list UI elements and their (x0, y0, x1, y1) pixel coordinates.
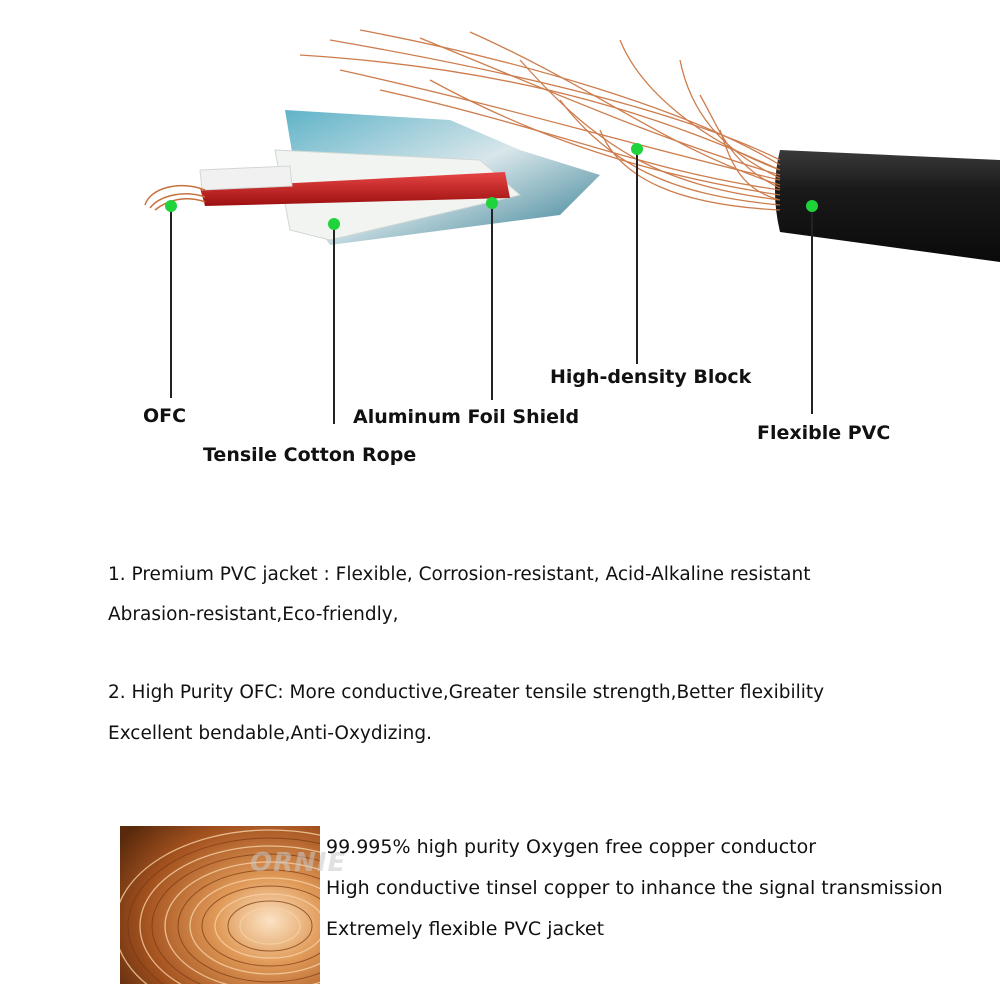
feature-2-line-2: Excellent bendable,Anti-Oxydizing. (108, 723, 432, 744)
braid-strands (299, 29, 781, 211)
watermark-text: ORNIE (250, 848, 347, 878)
label-ofc: OFC (143, 405, 187, 427)
label-pvc: Flexible PVC (757, 422, 891, 444)
cable-illustration (144, 29, 1000, 424)
white-core (199, 165, 293, 191)
red-core (200, 172, 510, 206)
copper-detail-2: High conductive tinsel copper to inhance… (326, 877, 943, 899)
marker-pvc (806, 200, 818, 212)
marker-foil (486, 197, 498, 209)
marker-ofc (165, 200, 177, 212)
feature-1-line-1: 1. Premium PVC jacket : Flexible, Corros… (108, 564, 811, 585)
label-foil: Aluminum Foil Shield (353, 406, 580, 428)
copper-coil-image (120, 826, 320, 984)
label-rope: Tensile Cotton Rope (203, 444, 417, 466)
marker-braid (631, 143, 643, 155)
pvc-jacket (775, 150, 1000, 262)
copper-detail-1: 99.995% high purity Oxygen free copper c… (326, 836, 817, 858)
ofc-strands (144, 184, 206, 211)
feature-2-line-1: 2. High Purity OFC: More conductive,Grea… (108, 682, 825, 703)
label-braid: High-density Block (550, 366, 752, 388)
marker-dots (165, 143, 818, 230)
leader-lines (170, 149, 813, 424)
feature-1-line-2: Abrasion-resistant,Eco-friendly, (108, 604, 399, 625)
copper-detail-3: Extremely flexible PVC jacket (326, 918, 605, 940)
marker-rope (328, 218, 340, 230)
